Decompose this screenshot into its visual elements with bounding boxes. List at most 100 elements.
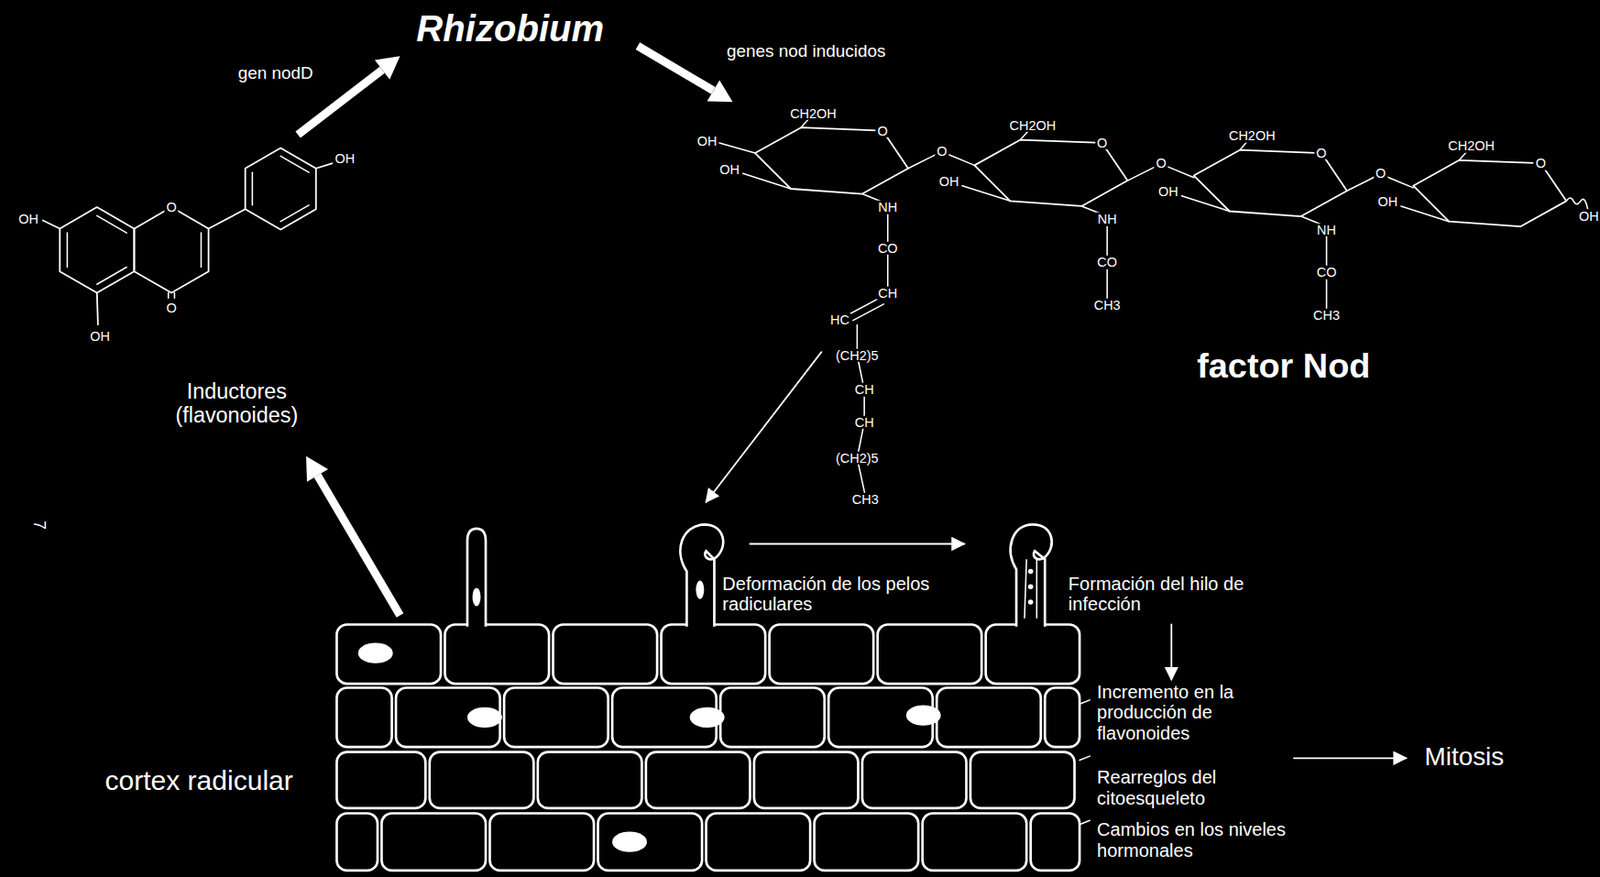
atom-label: OH bbox=[1577, 209, 1600, 223]
sugar-ring bbox=[1413, 160, 1567, 227]
thin-arrow bbox=[1170, 624, 1173, 680]
bond-line bbox=[1181, 196, 1229, 212]
cortex-cell bbox=[336, 624, 441, 684]
double-bond bbox=[280, 205, 309, 222]
cortex-cell bbox=[986, 624, 1080, 684]
double-bond bbox=[174, 293, 176, 299]
atom-label: O bbox=[1095, 136, 1109, 150]
bond-line bbox=[97, 293, 99, 326]
aromatic-ring bbox=[245, 147, 317, 230]
leader-tick bbox=[1079, 756, 1090, 760]
atom-label: O bbox=[164, 301, 178, 315]
atom-label: CH2OH bbox=[1227, 129, 1278, 143]
atom-label: NH bbox=[1315, 222, 1338, 236]
atom-label: CH bbox=[853, 416, 877, 429]
atom-label: CH2OH bbox=[1446, 139, 1497, 153]
bond-line bbox=[208, 208, 246, 229]
hair-nucleus bbox=[472, 587, 482, 606]
cortex-cell bbox=[381, 812, 486, 870]
atom-label: O bbox=[876, 123, 890, 137]
atom-label: (CH2)5 bbox=[833, 348, 881, 362]
infection-thread bbox=[1024, 558, 1037, 619]
cortex-cell bbox=[646, 752, 751, 809]
cortex-cell bbox=[754, 752, 859, 809]
bacterium bbox=[1028, 599, 1034, 605]
outcome-label: Mitosis bbox=[1424, 743, 1505, 772]
atom-label: O bbox=[1373, 166, 1388, 180]
atom-label: O bbox=[1314, 146, 1328, 160]
drawing bbox=[43, 45, 1589, 871]
cortex-cell bbox=[661, 624, 767, 684]
cortex-cell bbox=[444, 624, 549, 684]
bond-line bbox=[944, 153, 975, 165]
arrowhead bbox=[707, 79, 734, 102]
cell-nucleus bbox=[690, 707, 725, 728]
atom-label: CH2OH bbox=[1008, 119, 1059, 132]
atom-label: CH3 bbox=[850, 492, 881, 505]
tissue-name: cortex radicular bbox=[104, 765, 293, 797]
atom-label: OH bbox=[695, 133, 720, 147]
double-bond bbox=[252, 172, 254, 206]
cortex-cell bbox=[429, 752, 535, 809]
atom-label: O bbox=[164, 200, 178, 214]
double-bond bbox=[848, 297, 879, 315]
process-label: Deformación de los pelos radiculares bbox=[722, 573, 957, 615]
bond-line bbox=[1020, 131, 1029, 141]
bond-line bbox=[1458, 152, 1467, 161]
thin-arrow bbox=[749, 543, 965, 546]
bond-line bbox=[962, 186, 1010, 202]
process-label: Cambios en los niveles hormonales bbox=[1096, 819, 1292, 861]
double-bond bbox=[280, 155, 309, 173]
page-number: 7 bbox=[29, 521, 48, 531]
arrowhead bbox=[306, 456, 329, 483]
atom-label: OH bbox=[717, 163, 742, 176]
atom-label: OH bbox=[87, 329, 112, 343]
atom-label: CO bbox=[876, 241, 900, 254]
bond-line bbox=[1401, 206, 1449, 222]
root-hair bbox=[467, 528, 486, 627]
gene-label: gen nodD bbox=[238, 64, 314, 84]
cortex-cell bbox=[504, 688, 609, 748]
cortex-cell bbox=[706, 812, 811, 870]
atom-label: CH bbox=[876, 285, 899, 299]
atom-label: OH bbox=[333, 151, 358, 165]
bond-line bbox=[1164, 164, 1195, 177]
thin-arrow bbox=[1293, 756, 1406, 759]
infected-root-hair bbox=[1010, 524, 1053, 626]
cell-nucleus bbox=[358, 643, 394, 664]
wavy-bond bbox=[1566, 197, 1588, 209]
cortex-cell bbox=[814, 812, 920, 870]
cortex-cell bbox=[1030, 812, 1080, 870]
atom-label: OH bbox=[937, 175, 962, 188]
process-label: Rearreglos del citoesqueleto bbox=[1096, 767, 1279, 809]
double-bond bbox=[200, 232, 203, 267]
cortex-cell bbox=[922, 812, 1028, 870]
molecule-name: factor Nod bbox=[1196, 345, 1370, 384]
atom-label: (CH2)5 bbox=[833, 451, 881, 465]
aromatic-ring bbox=[59, 207, 134, 294]
atom-label: NH bbox=[1095, 212, 1119, 226]
cell-nucleus bbox=[612, 832, 647, 853]
atom-label: NH bbox=[876, 200, 899, 214]
hair-nucleus bbox=[695, 580, 704, 600]
leader-tick bbox=[1079, 820, 1090, 824]
sugar-ring bbox=[1194, 150, 1348, 217]
cortex-cell bbox=[598, 812, 703, 870]
atom-label: CH3 bbox=[1311, 308, 1342, 322]
atom-label: CH3 bbox=[1092, 298, 1123, 312]
gene-label: genes nod inducidos bbox=[726, 41, 886, 61]
process-label: Incremento en la producción de flavonoid… bbox=[1096, 681, 1279, 744]
cortex-cell bbox=[936, 688, 1042, 748]
atom-label: OH bbox=[1156, 185, 1181, 198]
atom-label: CH bbox=[853, 383, 877, 396]
cortex-cell bbox=[336, 752, 426, 809]
thin-arrow bbox=[706, 351, 822, 503]
bond-line bbox=[43, 220, 61, 230]
cortex-cell bbox=[970, 752, 1075, 809]
cortex-cell bbox=[537, 752, 643, 809]
bond-line bbox=[316, 163, 333, 169]
double-bond bbox=[97, 267, 127, 285]
cortex-cell bbox=[1044, 688, 1080, 748]
